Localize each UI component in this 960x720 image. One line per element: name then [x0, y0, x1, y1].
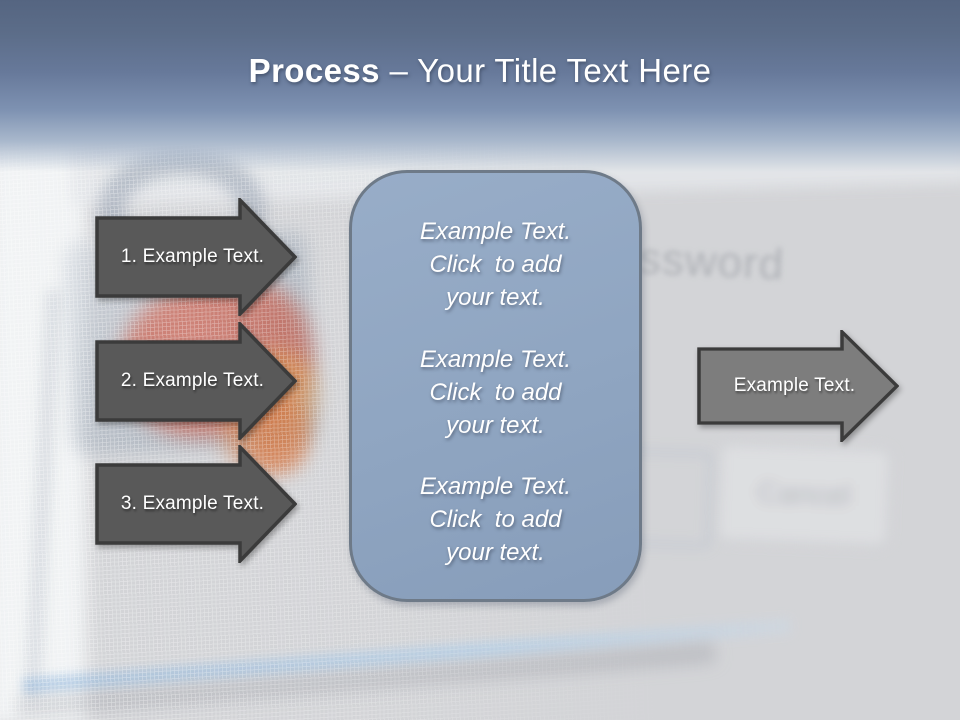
process-arrow-2: 2. Example Text. — [95, 322, 297, 440]
arrow-right-shape-icon — [95, 322, 297, 440]
result-arrow-label: Example Text. — [733, 375, 856, 396]
background-cancel-button: Cancel — [716, 443, 892, 547]
process-arrow-2-label: 2. Example Text. — [120, 370, 265, 391]
result-arrow: Example Text. — [697, 330, 899, 442]
process-arrow-3: 3. Example Text. — [95, 445, 297, 563]
arrow-right-shape-icon — [697, 330, 899, 442]
arrow-right-shape-icon — [95, 445, 297, 563]
panel-text-block-3: Example Text. Click to add your text. — [419, 473, 572, 566]
process-arrow-3-label: 3. Example Text. — [120, 493, 265, 514]
arrow-right-shape-icon — [95, 198, 297, 316]
panel-text-block-1: Example Text. Click to add your text. — [419, 218, 572, 311]
panel-text-block-2: Example Text. Click to add your text. — [419, 345, 572, 439]
process-arrow-1: 1. Example Text. — [95, 198, 297, 316]
process-arrow-1-label: 1. Example Text. — [120, 246, 265, 267]
center-text-panel: Example Text. Click to add your text. Ex… — [349, 170, 642, 602]
